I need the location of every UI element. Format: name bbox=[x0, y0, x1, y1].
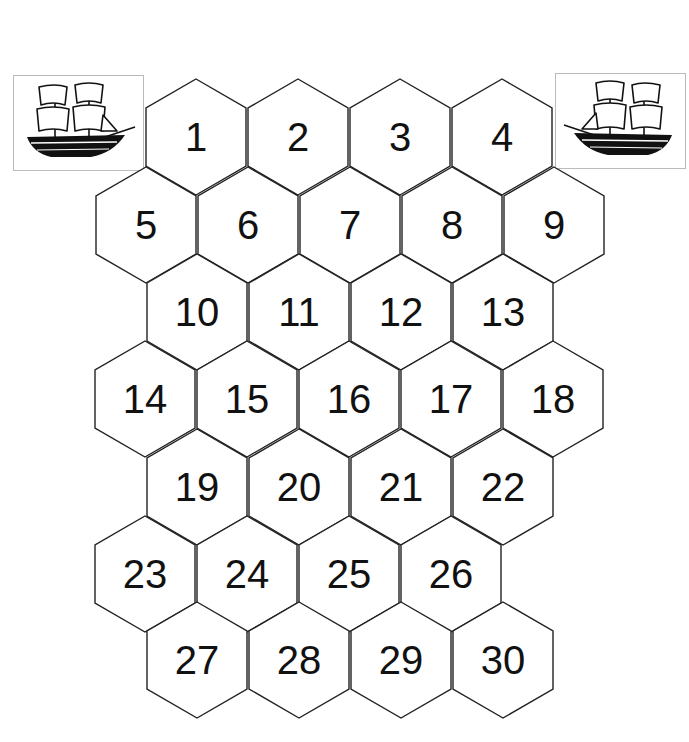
cell-number: 30 bbox=[452, 601, 554, 719]
hex-cell: 29 bbox=[350, 601, 452, 719]
cell-number: 27 bbox=[146, 601, 248, 719]
hex-cell: 28 bbox=[248, 601, 350, 719]
hex-shape bbox=[453, 602, 553, 718]
ship-picture bbox=[555, 73, 686, 169]
hex-shape bbox=[147, 602, 247, 718]
cell-number: 28 bbox=[248, 601, 350, 719]
hex-cell: 30 bbox=[452, 601, 554, 719]
ship-picture bbox=[13, 75, 144, 171]
hex-shape bbox=[351, 602, 451, 718]
hex-shape bbox=[249, 602, 349, 718]
cell-number: 29 bbox=[350, 601, 452, 719]
hex-cell: 27 bbox=[146, 601, 248, 719]
